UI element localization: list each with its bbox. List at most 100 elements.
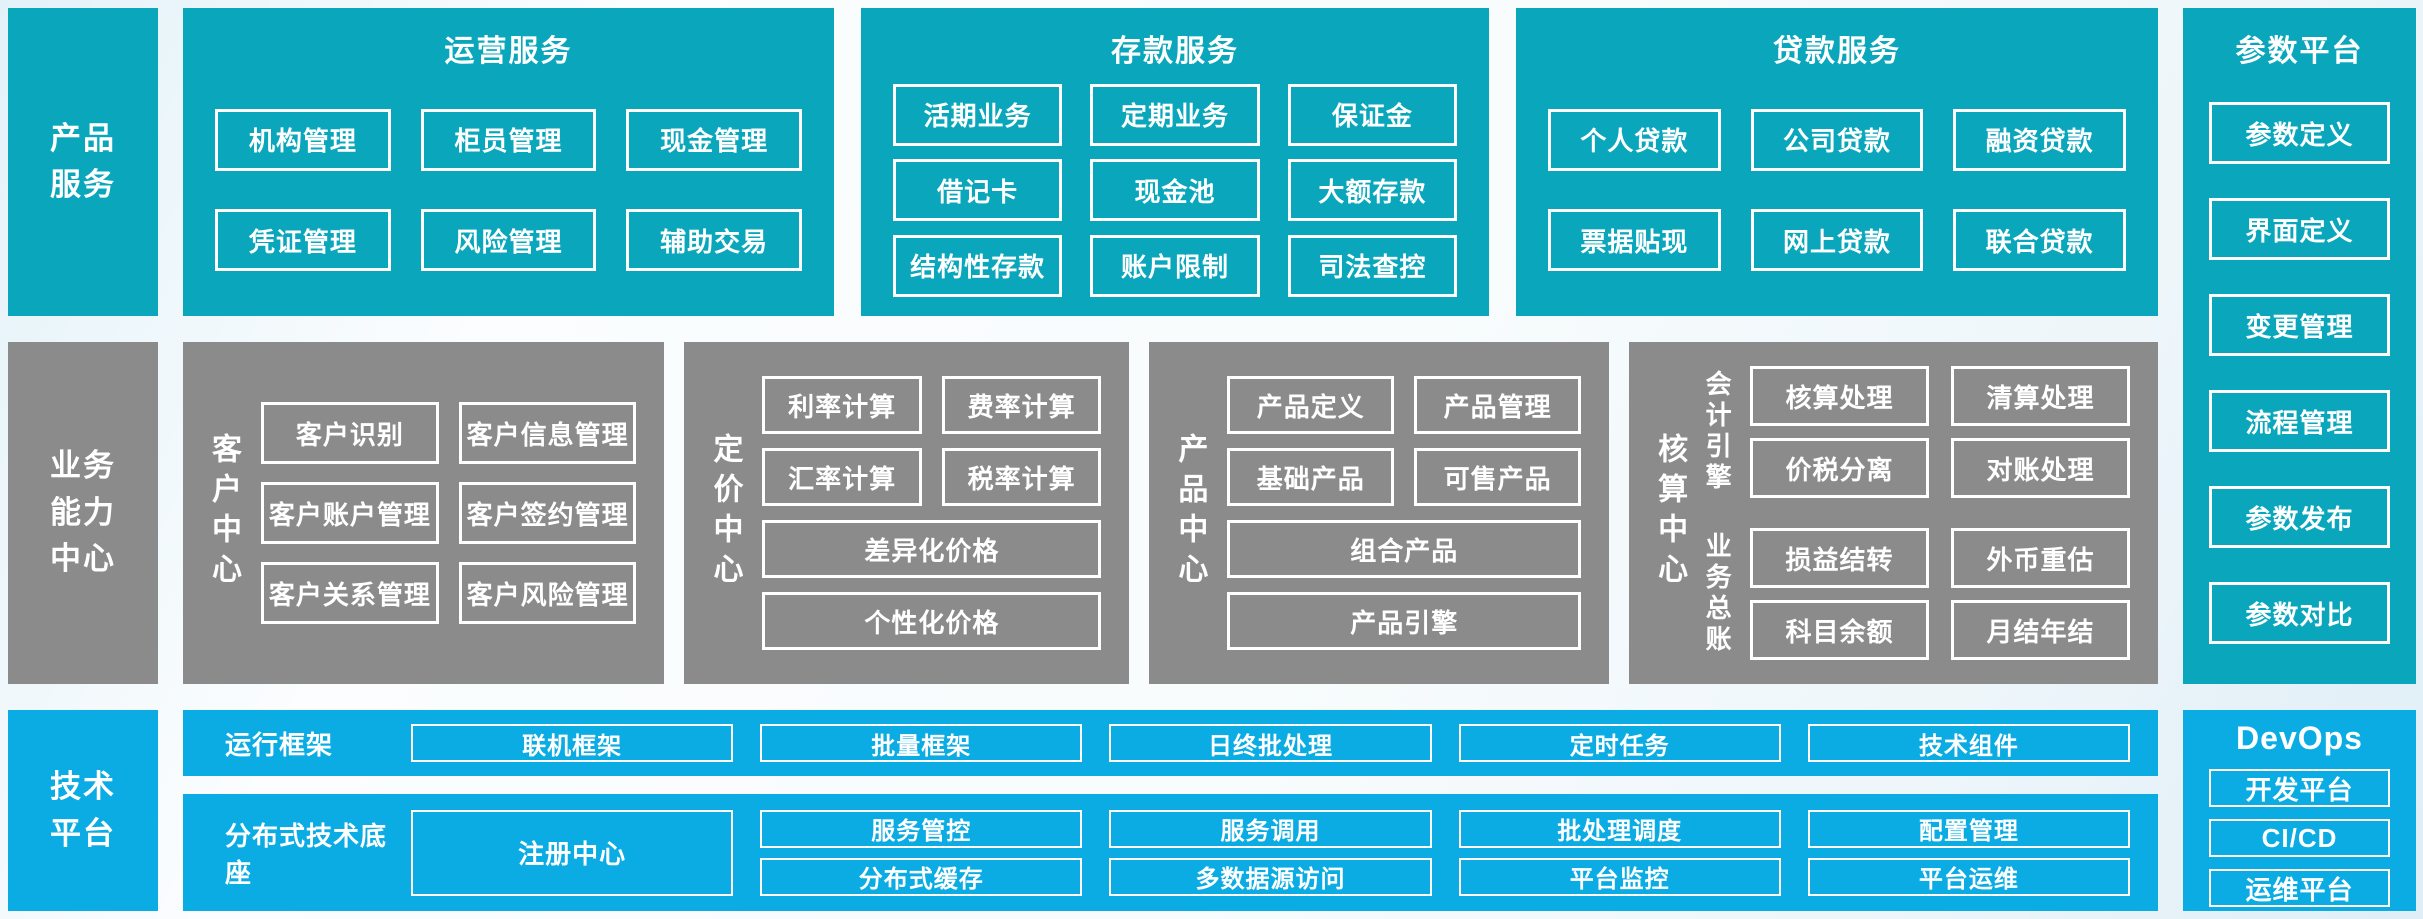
loan-item-grid: 个人贷款 公司贷款 融资贷款 票据贴现 网上贷款 联合贷款 [1516, 70, 2158, 310]
distributed-base-bar: 分布式技术底座 注册中心 服务管控 服务调用 批处理调度 配置管理 分布式缓存 … [183, 794, 2158, 911]
service-box: 公司贷款 [1750, 108, 1924, 171]
capability-box: 汇率计算 [762, 448, 922, 506]
capability-box: 客户关系管理 [261, 562, 439, 624]
service-box: 定期业务 [1090, 83, 1260, 146]
diagram-layout: 产品 服务 业务 能力 中心 技术 平台 运营服务 机构管理 柜员管理 现金管理… [8, 8, 2416, 911]
capability-box: 基础产品 [1227, 448, 1395, 506]
devops-box-list: 开发平台 CI/CD 运维平台 [2209, 769, 2390, 907]
bar-label: 运行框架 [225, 729, 334, 760]
parameter-box-list: 参数定义 界面定义 变更管理 流程管理 参数发布 参数对比 [2183, 102, 2416, 644]
service-box: 票据贴现 [1548, 209, 1721, 272]
tech-box: 技术组件 [1807, 724, 2130, 762]
parameter-box: 参数定义 [2209, 102, 2390, 164]
product-item-grid: 产品定义 产品管理 基础产品 可售产品 组合产品 产品引擎 [1213, 342, 1609, 684]
rail-tech-platform: 技术 平台 [8, 710, 158, 911]
capability-box: 费率计算 [941, 376, 1102, 434]
capability-box: 产品管理 [1414, 376, 1582, 434]
tech-box: 服务管控 [760, 809, 1083, 848]
section-title: 贷款服务 [1773, 35, 1901, 68]
parameter-box: 参数对比 [2209, 582, 2390, 644]
service-box: 柜员管理 [420, 108, 597, 171]
group-accounting-engine: 会计引擎 核算处理 清算处理 价税分离 对账处理 [1693, 366, 2130, 498]
service-box: 结构性存款 [893, 234, 1063, 297]
devops-title: DevOps [2236, 720, 2363, 756]
section-title: 运营服务 [444, 35, 573, 68]
capability-center-row: 客户中心 客户识别 客户信息管理 客户账户管理 客户签约管理 客户关系管理 客户… [183, 342, 2158, 684]
bar-label: 分布式技术底座 [225, 820, 388, 888]
capability-box: 价税分离 [1750, 438, 1930, 498]
capability-box: 科目余额 [1750, 600, 1930, 660]
capability-box: 客户风险管理 [458, 562, 637, 624]
tech-box: 平台运维 [1807, 857, 2130, 896]
tech-box: 服务调用 [1109, 809, 1432, 848]
parameter-box: 界面定义 [2209, 198, 2390, 260]
operations-item-grid: 机构管理 柜员管理 现金管理 凭证管理 风险管理 辅助交易 [183, 70, 834, 310]
parameter-box: 变更管理 [2209, 294, 2390, 356]
center-product: 产品中心 产品定义 产品管理 基础产品 可售产品 组合产品 产品引擎 [1149, 342, 1610, 684]
capability-box: 客户签约管理 [458, 482, 637, 544]
capability-box: 差异化价格 [762, 520, 1102, 578]
tech-box: 批处理调度 [1458, 809, 1781, 848]
service-box: 现金池 [1090, 159, 1260, 221]
service-box: 个人贷款 [1548, 108, 1721, 171]
devops-box: CI/CD [2209, 819, 2390, 857]
accounting-groups: 会计引擎 核算处理 清算处理 价税分离 对账处理 业务总账 损益结转 外币重估 [1693, 342, 2158, 684]
capability-box: 清算处理 [1951, 366, 2130, 426]
section-title: 参数平台 [2235, 35, 2364, 68]
center-label: 定价中心 [708, 433, 742, 593]
parameter-box: 参数发布 [2209, 486, 2390, 548]
accounting-engine-grid: 核算处理 清算处理 价税分离 对账处理 [1750, 366, 2130, 498]
section-title: 存款服务 [1111, 35, 1239, 68]
tech-box: 分布式缓存 [760, 857, 1083, 896]
service-box: 保证金 [1287, 83, 1457, 146]
center-label: 客户中心 [207, 433, 240, 593]
center-label: 核算中心 [1653, 433, 1687, 593]
capability-box: 个性化价格 [762, 592, 1102, 650]
capability-box: 外币重估 [1951, 528, 2130, 588]
capability-box: 客户识别 [261, 402, 439, 464]
capability-box: 产品引擎 [1227, 592, 1582, 650]
capability-box: 税率计算 [941, 448, 1102, 506]
service-box: 活期业务 [893, 83, 1063, 146]
tech-platform-rows: 运行框架 联机框架 批量框架 日终批处理 定时任务 技术组件 分布式技术底座 注… [183, 710, 2158, 911]
center-customer: 客户中心 客户识别 客户信息管理 客户账户管理 客户签约管理 客户关系管理 客户… [183, 342, 665, 684]
runtime-item-grid: 联机框架 批量框架 日终批处理 定时任务 技术组件 [411, 724, 2130, 762]
tech-box: 日终批处理 [1109, 724, 1432, 762]
top-service-row: 运营服务 机构管理 柜员管理 现金管理 凭证管理 风险管理 辅助交易 存款服务 … [183, 8, 2158, 316]
tech-box: 多数据源访问 [1109, 857, 1432, 896]
devops-box: 开发平台 [2209, 769, 2390, 807]
service-box: 网上贷款 [1750, 209, 1924, 272]
capability-box: 对账处理 [1951, 438, 2130, 498]
rail-business-capability: 业务 能力 中心 [8, 342, 158, 684]
tech-box: 批量框架 [760, 724, 1083, 762]
service-box: 司法查控 [1287, 234, 1457, 297]
tech-box: 定时任务 [1458, 724, 1781, 762]
service-box: 融资贷款 [1953, 108, 2126, 171]
group-label: 会计引擎 [1702, 370, 1733, 494]
capability-box: 客户信息管理 [458, 402, 637, 464]
center-label: 产品中心 [1173, 433, 1207, 593]
group-label: 业务总账 [1702, 532, 1733, 656]
section-operations-services: 运营服务 机构管理 柜员管理 现金管理 凭证管理 风险管理 辅助交易 [183, 8, 835, 316]
capability-box: 客户账户管理 [261, 482, 439, 544]
runtime-framework-bar: 运行框架 联机框架 批量框架 日终批处理 定时任务 技术组件 [183, 710, 2158, 776]
devops-box: 运维平台 [2209, 869, 2390, 907]
business-ledger-grid: 损益结转 外币重估 科目余额 月结年结 [1750, 528, 2130, 660]
tech-box: 配置管理 [1807, 809, 2130, 848]
center-pricing: 定价中心 利率计算 费率计算 汇率计算 税率计算 差异化价格 个性化价格 [684, 342, 1130, 684]
parameter-box: 流程管理 [2209, 390, 2390, 452]
service-box: 大额存款 [1287, 159, 1457, 221]
deposit-item-grid: 活期业务 定期业务 保证金 借记卡 现金池 大额存款 结构性存款 账户限制 司法… [861, 70, 1489, 310]
section-loan-services: 贷款服务 个人贷款 公司贷款 融资贷款 票据贴现 网上贷款 联合贷款 [1516, 8, 2158, 316]
service-box: 辅助交易 [626, 209, 803, 272]
tech-box: 联机框架 [411, 724, 734, 762]
rail-product-services: 产品 服务 [8, 8, 158, 316]
service-box: 联合贷款 [1953, 209, 2126, 272]
center-accounting: 核算中心 会计引擎 核算处理 清算处理 价税分离 对账处理 业务总账 [1629, 342, 2158, 684]
customer-item-grid: 客户识别 客户信息管理 客户账户管理 客户签约管理 客户关系管理 客户风险管理 [247, 342, 664, 684]
group-business-ledger: 业务总账 损益结转 外币重估 科目余额 月结年结 [1693, 528, 2130, 660]
registry-center-box: 注册中心 [411, 809, 734, 896]
service-box: 凭证管理 [215, 209, 391, 272]
service-box: 现金管理 [626, 108, 803, 171]
section-devops: DevOps 开发平台 CI/CD 运维平台 [2183, 710, 2416, 911]
